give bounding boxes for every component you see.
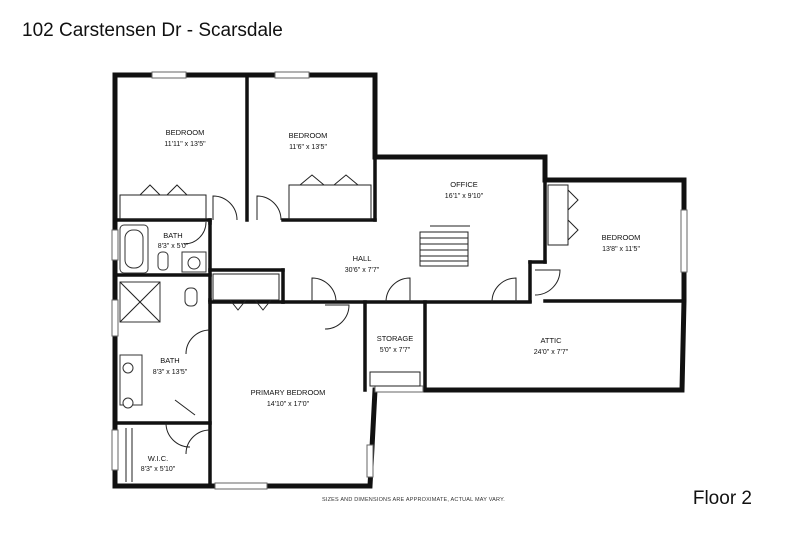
room-name-hall: HALL — [353, 254, 372, 263]
room-dims-bath-2: 8'3" x 13'5" — [153, 369, 188, 376]
room-labels: BEDROOM 11'11" x 13'5" BEDROOM 11'6" x 1… — [141, 128, 641, 473]
room-dims-storage: 5'0" x 7'7" — [380, 347, 411, 354]
room-name-office: OFFICE — [450, 180, 478, 189]
room-dims-bedroom-1: 11'11" x 13'5" — [164, 141, 206, 148]
room-name-storage: STORAGE — [377, 334, 414, 343]
room-name-primary-bedroom: PRIMARY BEDROOM — [251, 388, 326, 397]
room-name-bath-1: BATH — [163, 231, 182, 240]
closets — [119, 174, 579, 387]
floor-label: Floor 2 — [692, 488, 752, 509]
room-dims-wic: 8'3" x 5'10" — [141, 466, 176, 473]
listing-title: 102 Carstensen Dr - Scarsdale — [22, 20, 283, 41]
room-name-attic: ATTIC — [540, 336, 562, 345]
room-dims-bedroom-2: 11'6" x 13'5" — [289, 144, 327, 151]
room-name-bedroom-3: BEDROOM — [602, 233, 641, 242]
doors — [165, 195, 561, 455]
room-name-bedroom-2: BEDROOM — [289, 131, 328, 140]
room-dims-primary-bedroom: 14'10" x 17'0" — [267, 401, 310, 408]
room-name-bath-2: BATH — [160, 356, 179, 365]
room-name-wic: W.I.C. — [148, 454, 168, 463]
staircase — [419, 225, 470, 267]
room-dims-bath-1: 8'3" x 5'0" — [158, 243, 189, 250]
windows — [111, 71, 688, 490]
room-dims-bedroom-3: 13'8" x 11'5" — [602, 246, 640, 253]
room-dims-hall: 30'6" x 7'7" — [345, 267, 380, 274]
room-dims-office: 16'1" x 9'10" — [445, 193, 484, 200]
disclaimer-note: SIZES AND DIMENSIONS ARE APPROXIMATE, AC… — [322, 497, 505, 503]
room-dims-attic: 24'0" x 7'7" — [534, 349, 569, 356]
bath-fixtures — [119, 224, 207, 482]
interior-walls — [113, 73, 686, 488]
room-name-bedroom-1: BEDROOM — [166, 128, 205, 137]
